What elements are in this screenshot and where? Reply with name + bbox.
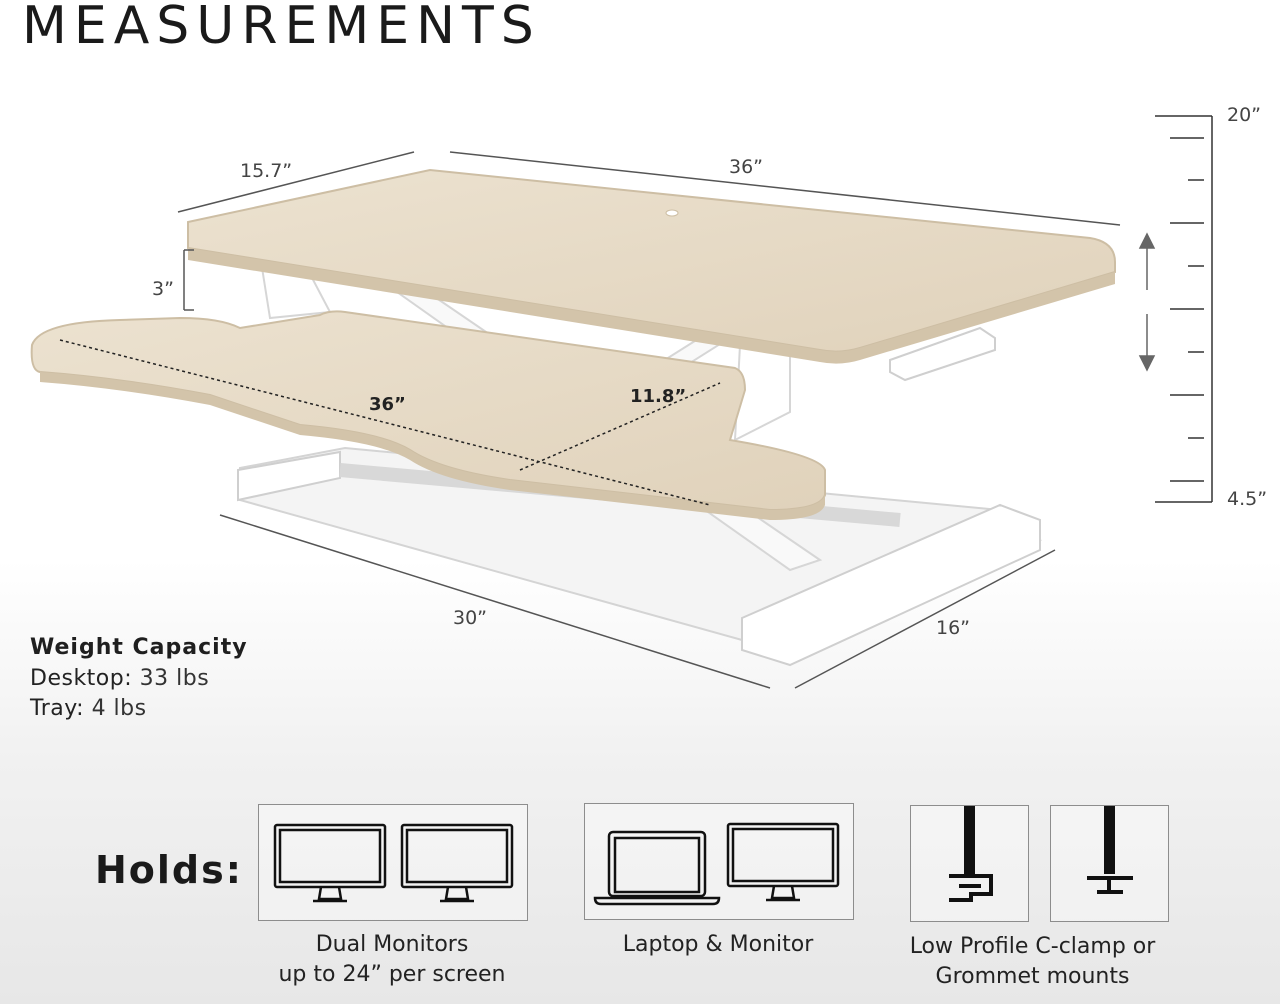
holds-label: Holds: — [95, 848, 243, 892]
tray-capacity: Tray: 4 lbs — [30, 696, 147, 721]
keyboard-tray — [30, 310, 826, 520]
height-arrows — [1138, 232, 1156, 372]
height-min-label: 4.5” — [1227, 488, 1268, 510]
tray-width-label: 36” — [369, 394, 406, 415]
holds-caption-mounts: Low Profile C-clamp or Grommet mounts — [890, 932, 1175, 992]
caption-line: Grommet mounts — [935, 964, 1130, 989]
page-title: MEASUREMENTS — [22, 0, 541, 56]
holds-option-grommet — [1050, 805, 1169, 922]
top-depth-label: 15.7” — [240, 160, 293, 182]
height-ruler — [1155, 115, 1213, 503]
holds-option-c-clamp — [910, 805, 1029, 922]
dimension-lines — [59, 151, 1121, 689]
desktop-surface — [187, 168, 1116, 382]
grommet-icon — [1087, 806, 1133, 894]
tray-gap-label: 3” — [152, 278, 174, 300]
tray-capacity-label: Tray: — [30, 696, 85, 721]
height-max-label: 20” — [1227, 104, 1262, 126]
caption-line: Dual Monitors — [315, 932, 469, 957]
desktop-capacity: Desktop: 33 lbs — [30, 666, 209, 691]
base-depth-label: 16” — [936, 617, 971, 639]
top-width-label: 36” — [729, 156, 764, 178]
tray-capacity-value: 4 lbs — [91, 696, 147, 721]
tray-depth-label: 11.8” — [630, 386, 687, 407]
holds-caption-laptop-monitor: Laptop & Monitor — [584, 930, 852, 960]
caption-line: Laptop & Monitor — [622, 932, 814, 957]
monitor-icon — [726, 822, 840, 902]
laptop-icon — [593, 830, 721, 906]
base-width-label: 30” — [453, 607, 488, 629]
monitor-icon — [400, 823, 514, 903]
caption-line: Low Profile C-clamp or — [909, 934, 1156, 959]
c-clamp-icon — [949, 806, 993, 902]
desktop-capacity-label: Desktop: — [30, 666, 133, 691]
holds-caption-dual-monitors: Dual Monitors up to 24” per screen — [258, 930, 526, 990]
holds-option-laptop-monitor — [584, 803, 854, 920]
weight-capacity-heading: Weight Capacity — [30, 635, 248, 660]
monitor-icon — [273, 823, 387, 903]
caption-line: up to 24” per screen — [278, 962, 506, 987]
desktop-capacity-value: 33 lbs — [139, 666, 210, 691]
holds-option-dual-monitors — [258, 804, 528, 921]
